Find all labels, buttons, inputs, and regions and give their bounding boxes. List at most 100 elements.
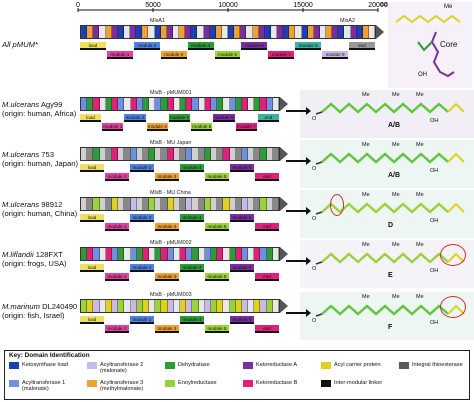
domain-segment [123,26,130,38]
domain-segment [254,98,261,110]
gene-label: MlsA2 [340,18,355,24]
module-block: module 6 [230,264,254,272]
domain-segment [272,300,279,312]
domain-segment [136,26,143,38]
product-arrow [286,207,311,215]
species-name: M.ulcerans [2,150,40,159]
domain-segment [221,26,228,38]
domain-segment [254,148,261,160]
domain-segment [136,198,143,210]
polyene-chain [321,152,449,164]
domain-segment [81,98,88,110]
domain-segment [81,148,88,160]
domain-segment [136,248,143,260]
gene-direction-arrowhead [280,97,288,111]
domain-segment [229,148,236,160]
strain-name: Agy99 [39,100,63,109]
domain-segment [136,148,143,160]
domain-segment [186,148,193,160]
module-block: module 5 [191,123,213,131]
domain-segment [223,198,230,210]
gene-direction-arrowhead [376,25,384,39]
oxygen-label: O [312,216,317,222]
domain-segment [192,198,199,210]
domain-segment [223,98,230,110]
domain-segment [117,26,124,38]
domain-segment [266,300,273,312]
species-name: M.ulcerans [2,200,40,209]
module-block: module 2 [130,164,154,172]
domain-segment [210,248,218,260]
domain-segment [87,300,94,312]
legend-item: Enoylreductase [165,380,239,387]
module-block: module 5 [205,325,229,333]
domain-segment [186,300,193,312]
domain-segment [266,198,273,210]
module-block: module 1 [105,273,129,281]
domain-segment [246,26,253,38]
highlight-circle [330,194,344,216]
strain-name: 753 [39,150,54,159]
module-block: load [80,164,104,172]
domain-segment [173,98,180,110]
domain-segment [161,198,168,210]
domain-segment [149,98,156,110]
domain-segment [142,148,150,160]
domain-segment [217,98,224,110]
legend-item: Ketoreductase A [243,362,317,369]
module-block: module 1 [105,325,129,333]
module-block: load [80,114,102,122]
domain-segment [124,148,131,160]
domain-segment [166,26,173,38]
legend-label: Acyltransferase 3 (methylmalonate) [100,380,144,393]
module-block: end [255,325,279,333]
domain-segment [204,248,211,260]
domain-segment [87,248,94,260]
legend-item: Dehydratase [165,362,239,369]
domain-segment [210,98,218,110]
species-name: All pMUM* [2,40,38,49]
domain-segment [111,248,119,260]
domain-segment [167,248,174,260]
domain-segment [93,98,100,110]
legend-item: Inter-modular linker [321,380,395,387]
domain-segment [99,248,106,260]
domain-segment [307,26,314,38]
module-block: module 1 [102,123,124,131]
hydroxyl-label: OH [430,218,439,224]
domain-segment [210,198,218,210]
domain-segment [186,198,193,210]
domain-segment [198,98,205,110]
domain-segment [111,98,119,110]
module-block: module 4 [168,114,191,122]
legend-item: Acyltransferase 2 (malonate) [87,362,161,375]
module-block: end [255,223,279,231]
domain-segment [105,300,112,312]
domain-segment [260,148,267,160]
domain-segment [173,148,180,160]
domain-segment [228,26,235,38]
domain-segment [180,98,187,110]
module-block: load [80,316,104,324]
module-block: module 3 [155,325,179,333]
hydroxyl-label: OH [430,320,439,326]
domain-segment [161,148,168,160]
domain-segment [266,98,273,110]
domain-segment [87,198,94,210]
domain-segment [229,98,236,110]
molecule-svg [315,102,465,115]
domain-segment [142,98,150,110]
module-block: module 4 [187,42,214,50]
domain-segment [142,26,149,38]
domain-segment [254,300,261,312]
scale-tick-label: 20000 [368,2,388,9]
methyl-label: Me [392,192,400,198]
domain-segment [223,148,230,160]
legend-swatch [87,380,97,387]
domain-segment [87,98,94,110]
domain-segment [235,98,242,110]
domain-segment [277,26,284,38]
module-block: end [255,173,279,181]
methyl-label: Me [392,92,400,98]
domain-segment [319,26,326,38]
